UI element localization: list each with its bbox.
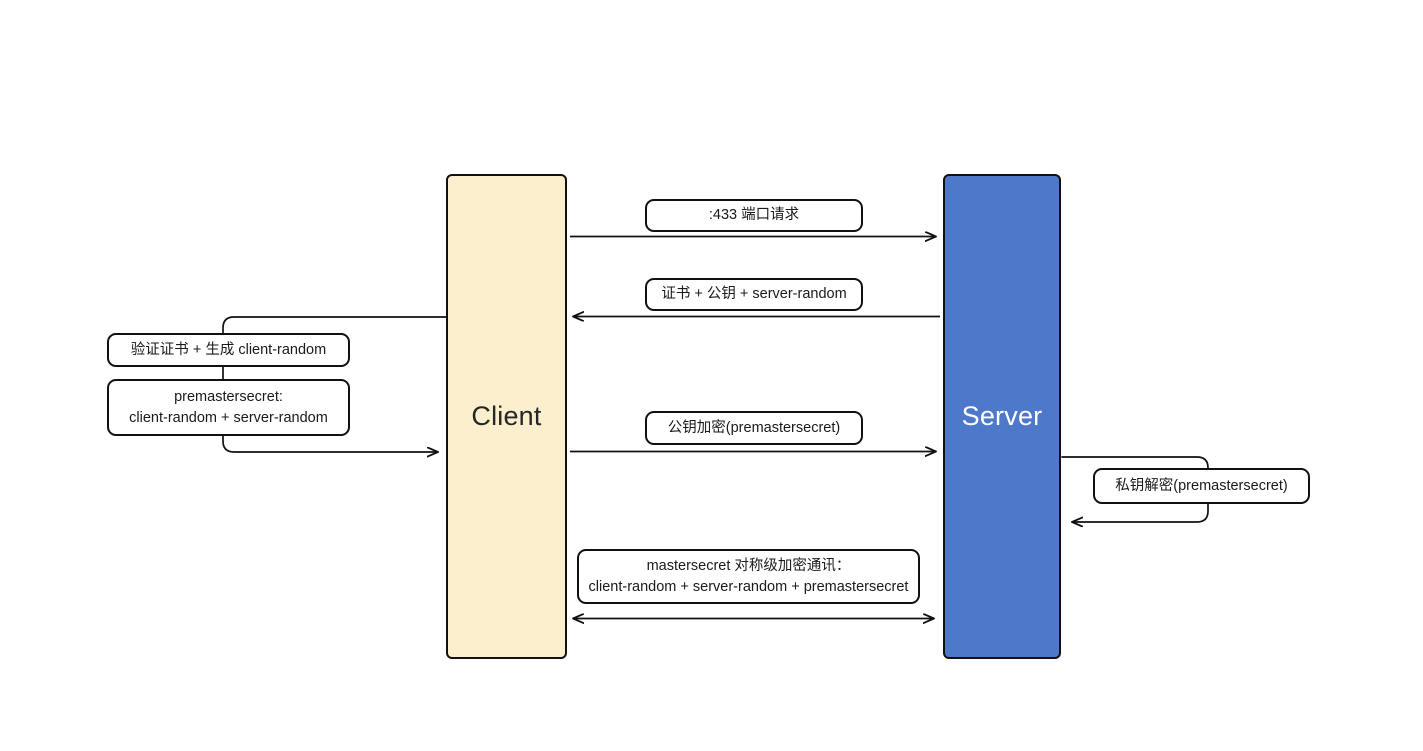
message-label-port-request[interactable]: :433 端口请求 <box>645 199 863 232</box>
note-private-key-decrypt[interactable]: 私钥解密(premastersecret) <box>1093 468 1310 504</box>
message-label-mastersecret-line2: client-random + server-random + premaste… <box>588 578 909 595</box>
note-verify-certificate[interactable]: 验证证书 + 生成 client-random <box>107 333 350 367</box>
note-premastersecret-line1: premastersecret: <box>174 388 283 405</box>
note-private-key-decrypt-text: 私钥解密(premastersecret) <box>1115 477 1288 494</box>
message-label-certificate[interactable]: 证书 + 公钥 + server-random <box>645 278 863 311</box>
message-label-public-key-encrypt-text: 公钥加密(premastersecret) <box>667 419 841 436</box>
actor-server-label: Server <box>961 400 1043 431</box>
message-label-mastersecret[interactable]: mastersecret 对称级加密通讯： client-random + se… <box>577 549 920 604</box>
actor-client[interactable]: Client <box>446 174 567 659</box>
message-label-public-key-encrypt[interactable]: 公钥加密(premastersecret) <box>645 411 863 445</box>
note-verify-certificate-text: 验证证书 + 生成 client-random <box>130 341 327 358</box>
note-premastersecret[interactable]: premastersecret: client-random + server-… <box>107 379 350 436</box>
note-premastersecret-line2: client-random + server-random <box>129 409 328 426</box>
message-label-certificate-text: 证书 + 公钥 + server-random <box>661 286 847 303</box>
actor-server[interactable]: Server <box>943 174 1061 659</box>
message-label-port-request-text: :433 端口请求 <box>708 207 800 224</box>
actor-client-label: Client <box>471 400 542 431</box>
message-label-mastersecret-line1: mastersecret 对称级加密通讯： <box>646 557 851 574</box>
